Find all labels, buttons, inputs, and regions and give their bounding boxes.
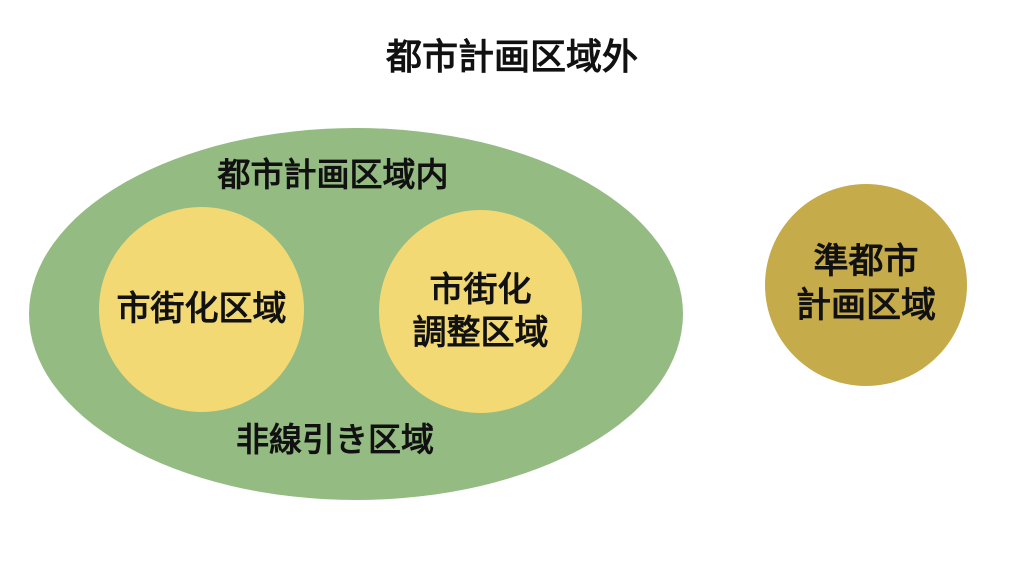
urbanization-control-area-label-line1: 市街化 <box>429 270 532 310</box>
quasi-city-planning-area-label-line1: 準都市 <box>813 242 919 283</box>
quasi-city-planning-area-circle: 準都市 計画区域 <box>765 184 967 386</box>
urbanization-promotion-area-label: 市街化区域 <box>116 289 287 330</box>
urbanization-control-area-circle: 市街化 調整区域 <box>379 210 582 413</box>
urbanization-control-area-label-line2: 調整区域 <box>412 312 549 353</box>
non-split-area-label: 非線引き区域 <box>236 420 434 459</box>
quasi-city-planning-area-label-line2: 計画区域 <box>795 286 936 326</box>
urbanization-promotion-area-circle: 市街化区域 <box>99 207 304 412</box>
outside-city-planning-area-label: 都市計画区域外 <box>385 37 638 78</box>
inside-city-planning-area-label: 都市計画区域内 <box>217 155 449 194</box>
